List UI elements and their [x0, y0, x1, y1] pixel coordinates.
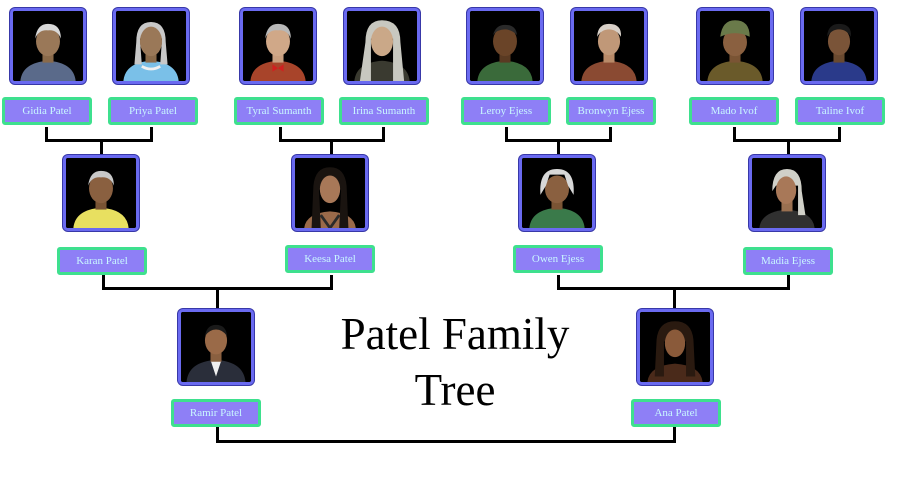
name-label-irina-sumanth: Irina Sumanth	[339, 97, 429, 125]
connector-line	[838, 127, 841, 141]
connector-line	[45, 139, 153, 142]
portrait-bronwyn-ejess	[571, 8, 647, 84]
name-label-owen-ejess: Owen Ejess	[513, 245, 603, 273]
portrait-tyral-sumanth	[240, 8, 316, 84]
portrait-taline-ivof	[801, 8, 877, 84]
connector-line	[609, 127, 612, 141]
name-label-ana-patel: Ana Patel	[631, 399, 721, 427]
name-label-gidia-patel: Gidia Patel	[2, 97, 92, 125]
connector-line	[557, 139, 560, 156]
name-label-tyral-sumanth: Tyral Sumanth	[234, 97, 324, 125]
connector-line	[279, 127, 282, 141]
name-label-leroy-ejess: Leroy Ejess	[461, 97, 551, 125]
portrait-ana-patel	[637, 309, 713, 385]
name-label-karan-patel: Karan Patel	[57, 247, 147, 275]
name-label-mado-ivof: Mado Ivof	[689, 97, 779, 125]
name-label-bronwyn-ejess: Bronwyn Ejess	[566, 97, 656, 125]
portrait-leroy-ejess	[467, 8, 543, 84]
name-label-keesa-patel: Keesa Patel	[285, 245, 375, 273]
connector-line	[505, 127, 508, 141]
connector-line	[733, 127, 736, 141]
portrait-ramir-patel	[178, 309, 254, 385]
portrait-owen-ejess	[519, 155, 595, 231]
name-label-madia-ejess: Madia Ejess	[743, 247, 833, 275]
portrait-karan-patel	[63, 155, 139, 231]
connector-line	[216, 287, 219, 311]
tree-title: Patel Family Tree	[300, 306, 610, 418]
portrait-keesa-patel	[292, 155, 368, 231]
portrait-mado-ivof	[697, 8, 773, 84]
tree-title-line-1: Patel Family	[340, 309, 570, 359]
connector-line	[150, 127, 153, 141]
portrait-irina-sumanth	[344, 8, 420, 84]
connector-line	[330, 275, 333, 289]
name-label-taline-ivof: Taline Ivof	[795, 97, 885, 125]
connector-line	[330, 139, 333, 156]
connector-line	[102, 275, 105, 289]
connector-line	[787, 275, 790, 289]
name-label-priya-patel: Priya Patel	[108, 97, 198, 125]
portrait-priya-patel	[113, 8, 189, 84]
tree-title-line-2: Tree	[414, 365, 496, 415]
portrait-madia-ejess	[749, 155, 825, 231]
name-label-ramir-patel: Ramir Patel	[171, 399, 261, 427]
connector-line	[216, 440, 676, 443]
connector-line	[382, 127, 385, 141]
connector-line	[787, 139, 790, 156]
portrait-gidia-patel	[10, 8, 86, 84]
connector-line	[673, 426, 676, 443]
connector-line	[45, 127, 48, 141]
connector-line	[557, 275, 560, 289]
connector-line	[216, 426, 219, 443]
connector-line	[100, 139, 103, 156]
connector-line	[673, 287, 676, 311]
